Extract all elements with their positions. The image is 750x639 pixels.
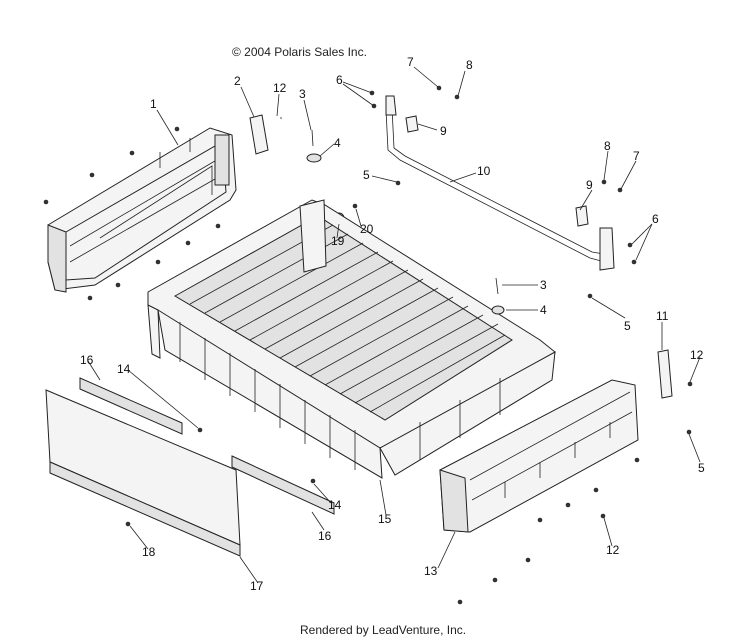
callout-11: 11 (656, 309, 669, 323)
callout-17: 17 (250, 579, 264, 593)
callout-19: 19 (331, 234, 345, 248)
callout-7a: 7 (407, 55, 414, 69)
callout-6a: 6 (336, 73, 343, 87)
callout-14b: 14 (328, 498, 342, 512)
callout-10: 10 (477, 164, 491, 178)
footer-text: Rendered by LeadVenture, Inc. (300, 623, 466, 637)
leader-lines (87, 66, 701, 584)
left-side-panel (47, 127, 237, 293)
callout-7b: 7 (633, 149, 640, 163)
left-panel-bolts (43, 126, 221, 301)
bolt-nut-left (306, 129, 322, 163)
callout-9b: 9 (586, 178, 593, 192)
callout-16a: 16 (80, 353, 94, 367)
bolt-nut-right (491, 277, 505, 315)
callout-16b: 16 (318, 529, 332, 543)
callout-14a: 14 (117, 362, 131, 376)
callout-4b: 4 (540, 303, 547, 317)
copyright-text: © 2004 Polaris Sales Inc. (232, 45, 367, 59)
tailgate (45, 389, 241, 557)
left-corner-cap (249, 114, 269, 155)
callout-12a: 12 (273, 81, 287, 95)
rail-brackets (405, 115, 589, 227)
callout-3a: 3 (299, 87, 306, 101)
callout-labels: 1 2 12 3 4 6 7 8 9 5 10 20 19 8 7 9 6 3 … (80, 55, 705, 593)
callout-15: 15 (378, 512, 392, 526)
callout-3b: 3 (540, 278, 547, 292)
callout-9a: 9 (440, 124, 447, 138)
right-side-panel (439, 379, 639, 533)
tailgate-strips (79, 377, 335, 527)
right-panel-bolts (457, 381, 693, 605)
callout-2: 2 (234, 74, 241, 88)
callout-5b: 5 (624, 319, 631, 333)
callout-5a: 5 (363, 168, 370, 182)
callout-8b: 8 (604, 139, 611, 153)
callout-5c: 5 (698, 461, 705, 475)
cargo-box-tub (147, 199, 556, 479)
callout-4a: 4 (334, 136, 341, 150)
callout-18: 18 (142, 545, 156, 559)
callout-20: 20 (360, 222, 374, 236)
callout-6b: 6 (652, 212, 659, 226)
right-corner-cap (657, 349, 673, 399)
callout-12c: 12 (606, 543, 620, 557)
rear-rail (385, 95, 615, 271)
callout-8a: 8 (466, 58, 473, 72)
callout-12b: 12 (690, 348, 704, 362)
callout-1: 1 (150, 97, 157, 111)
callout-13: 13 (424, 564, 438, 578)
